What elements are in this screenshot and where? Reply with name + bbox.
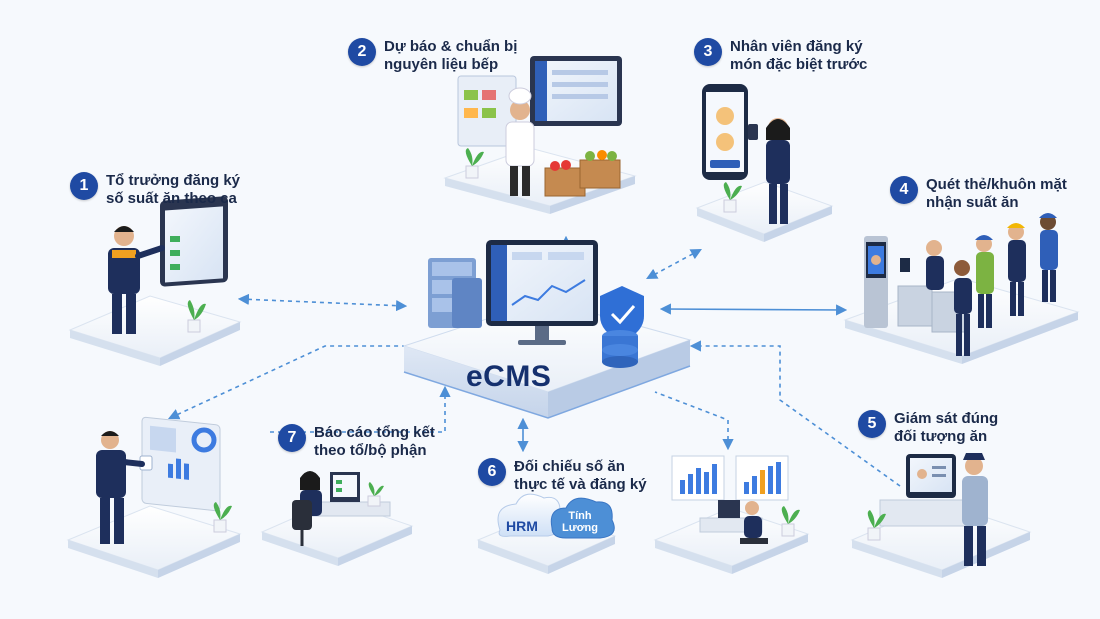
hrm-payroll-scene	[497, 493, 615, 539]
step-number-badge: 2	[348, 38, 376, 66]
platform-report	[66, 505, 242, 578]
platform-step1	[68, 295, 242, 366]
connection-arrows	[167, 235, 901, 487]
face-scan-turnstile-scene	[864, 213, 1058, 356]
security-monitor-scene	[867, 453, 988, 566]
platform-step3	[695, 181, 834, 242]
payroll-label: Tính Lương	[562, 510, 598, 534]
hrm-label: HRM	[506, 518, 538, 534]
arrow-step7-hub	[270, 385, 451, 433]
hrm-cloud-icon	[497, 493, 563, 537]
arrow-report-hub	[167, 345, 404, 420]
mobile-order-scene	[702, 84, 790, 224]
report-presenter-scene	[96, 416, 232, 544]
server-rack-icon	[428, 258, 482, 328]
arrow-step1-hub	[237, 293, 408, 312]
arrow-step3-hub	[646, 248, 702, 280]
plant-icon	[213, 502, 232, 533]
security-shield-icon	[600, 286, 644, 342]
ecms-hub	[402, 240, 692, 419]
dashboard-monitor-icon	[486, 240, 598, 345]
step-number-badge: 5	[858, 410, 886, 438]
team-leader-scene	[108, 196, 228, 334]
plant-icon	[367, 482, 384, 507]
platforms	[66, 147, 1080, 578]
step-number-badge: 4	[890, 176, 918, 204]
step-number-badge: 7	[278, 424, 306, 452]
plant-icon	[723, 182, 742, 213]
arrow-step4-hub	[659, 303, 848, 316]
database-icon	[602, 330, 638, 368]
report-desk-scene	[292, 471, 391, 546]
plant-icon	[187, 300, 206, 333]
plant-icon	[867, 510, 886, 541]
payroll-cloud-icon	[550, 497, 615, 539]
vegetable-crates-icon	[544, 150, 621, 197]
plant-icon	[781, 506, 800, 537]
ecms-hub-label: eCMS	[466, 360, 552, 393]
platform-analytics	[653, 507, 810, 574]
plant-icon	[465, 148, 484, 179]
analytics-desk-scene	[671, 455, 800, 544]
step-number-badge: 6	[478, 458, 506, 486]
workers-queue	[926, 213, 1058, 356]
arrow-step5-hub	[689, 340, 901, 487]
arrow-analytics-hub	[654, 391, 734, 451]
step-number-badge: 1	[70, 172, 98, 200]
kitchen-scene	[457, 56, 622, 197]
step-number-badge: 3	[694, 38, 722, 66]
